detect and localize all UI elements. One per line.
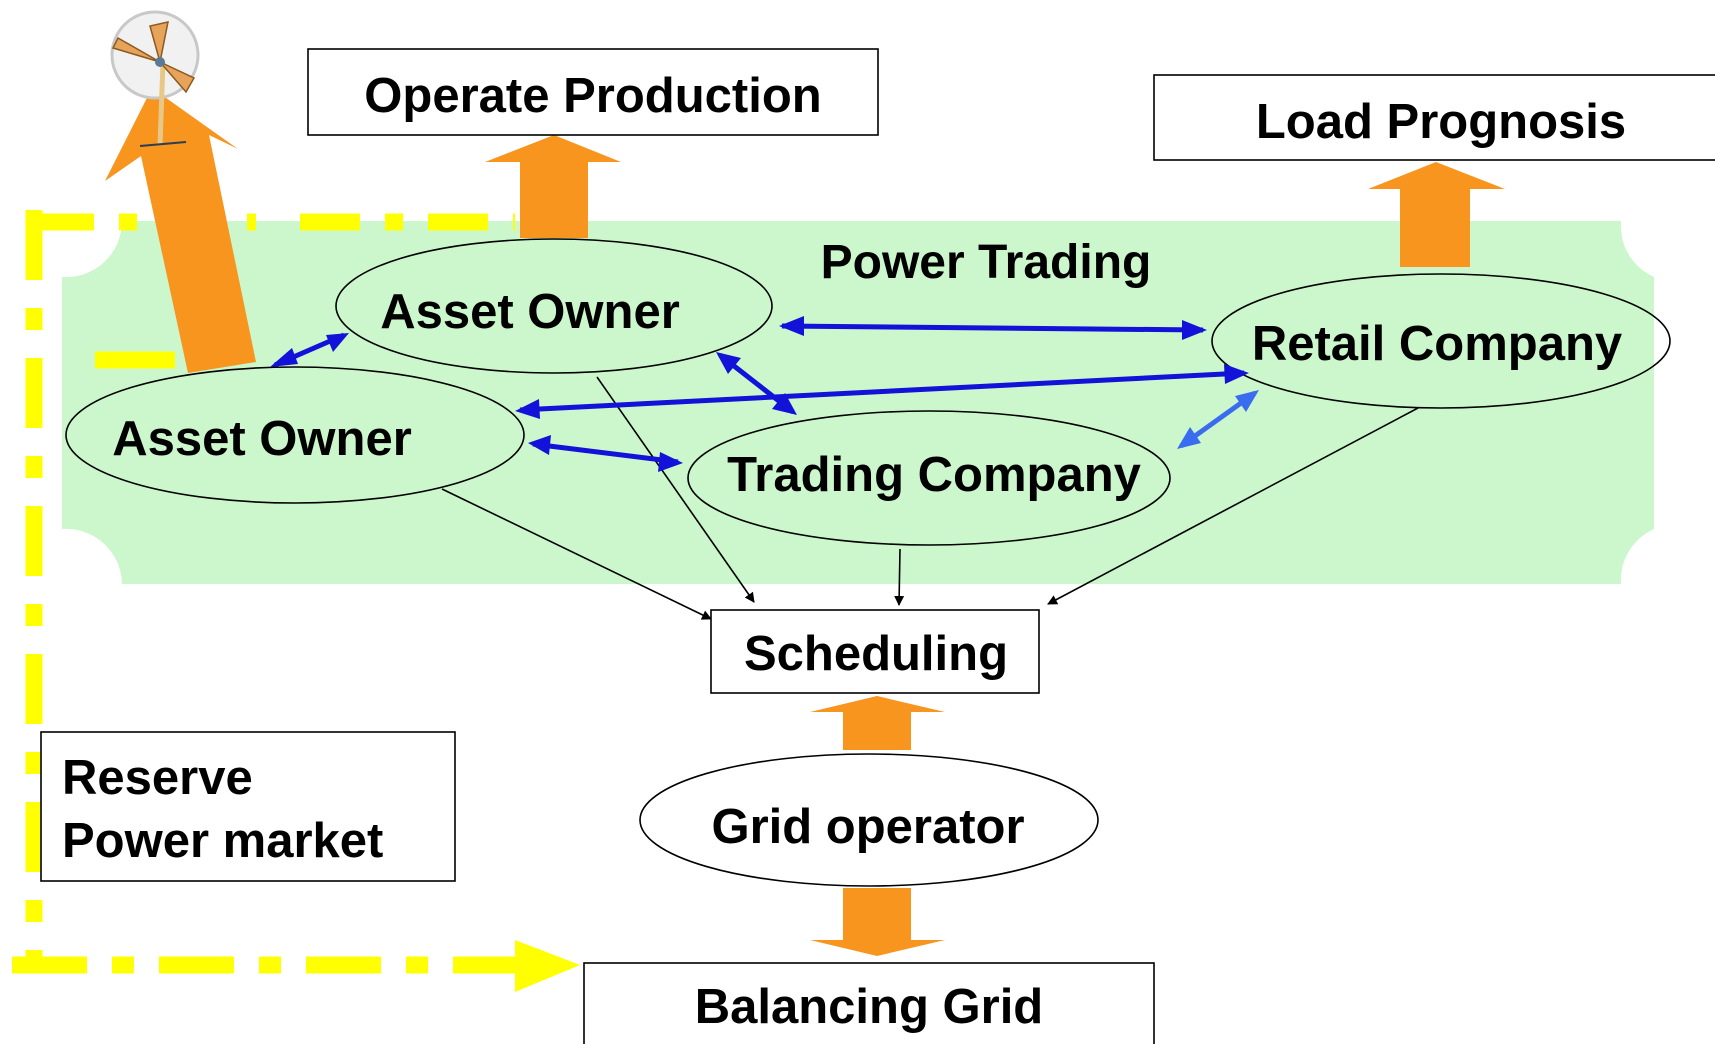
load-prognosis-box xyxy=(1153,74,1715,161)
operate-production-box xyxy=(307,48,879,136)
balancing-grid-label: Balancing Grid xyxy=(695,980,1044,1034)
trading-arrows xyxy=(270,316,1259,472)
load-prognosis-arrow xyxy=(1368,162,1505,267)
asset-owner-top-ellipse xyxy=(335,238,773,374)
reserve-power-market-box xyxy=(40,731,456,882)
grid-operator-ellipse xyxy=(639,753,1099,887)
asset-owner-left-label: Asset Owner xyxy=(112,412,412,466)
schedule-arrows xyxy=(441,376,1419,620)
scheduling-box xyxy=(710,609,1040,694)
asset-owner-top-label: Asset Owner xyxy=(380,285,680,339)
flow-arrows xyxy=(105,88,1505,956)
load-prognosis-label: Load Prognosis xyxy=(1256,95,1626,149)
boxes xyxy=(40,48,1715,1044)
actor-ellipses xyxy=(65,238,1671,887)
operate-production-label: Operate Production xyxy=(364,69,821,123)
reserve-label-line2: Power market xyxy=(62,814,383,868)
production-arrow xyxy=(485,135,621,238)
power-trading-title: Power Trading xyxy=(821,236,1152,289)
retail-company-label: Retail Company xyxy=(1252,317,1622,371)
scheduling-support-arrow xyxy=(810,696,945,750)
wind-turbine-icon xyxy=(110,10,200,147)
trading-company-label: Trading Company xyxy=(727,448,1141,502)
reserve-label-line1: Reserve xyxy=(62,751,253,805)
grid-operator-label: Grid operator xyxy=(711,800,1024,854)
reserve-market-arrowhead xyxy=(515,940,580,992)
retail-company-ellipse xyxy=(1211,273,1671,409)
balancing-grid-box xyxy=(583,962,1155,1044)
scheduling-label: Scheduling xyxy=(744,627,1008,681)
trading-company-ellipse xyxy=(687,410,1171,546)
balancing-grid-arrow xyxy=(810,888,945,956)
wind-turbine-arrow xyxy=(105,88,256,373)
asset-owner-left-ellipse xyxy=(65,366,525,504)
